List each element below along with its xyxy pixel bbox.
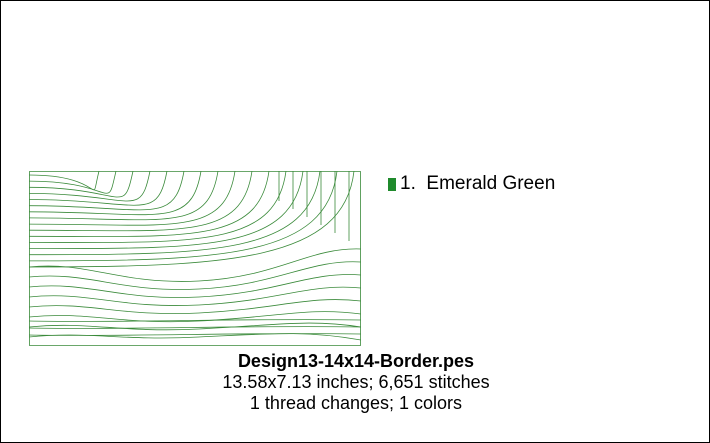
stitch-line-lower [29, 274, 361, 298]
stitch-border [29, 171, 361, 346]
stitch-line-upper [29, 171, 202, 216]
thread-legend-item: 1. Emerald Green [388, 173, 555, 195]
stitch-line-upper [29, 171, 100, 191]
thread-name: Emerald Green [426, 173, 556, 194]
stitch-line-upper [29, 171, 287, 243]
stitch-line-bottom [29, 333, 361, 336]
thread-color-swatch [388, 177, 396, 191]
stitch-line-upper [29, 171, 168, 206]
design-thread-summary: 1 thread changes; 1 colors [249, 393, 463, 413]
design-filename: Design13-14x14-Border.pes [237, 351, 475, 371]
stitch-line-lower [29, 311, 361, 323]
stitch-line-lower [29, 299, 361, 315]
stitch-line-upper [29, 171, 185, 211]
stitch-line-lower [29, 248, 361, 282]
stitch-line-upper [29, 171, 270, 237]
stitch-line-upper [29, 171, 253, 232]
stitch-line-upper [29, 171, 151, 202]
embroidery-preview [29, 171, 361, 346]
stitch-line-bottom [29, 319, 361, 322]
stitch-line-upper [29, 171, 236, 226]
stitch-line-upper [29, 171, 321, 256]
stitch-line-upper [29, 171, 219, 221]
stitch-drawing [29, 171, 361, 346]
stitch-line-upper [29, 171, 304, 250]
stitch-line-upper [29, 171, 134, 198]
stitch-line-bottom [29, 326, 361, 329]
stitch-line-upper [29, 171, 338, 262]
stitch-line-lower [29, 261, 361, 290]
thread-number: 1. [400, 173, 416, 194]
stitch-line-upper [29, 171, 355, 268]
design-dimensions: 13.58x7.13 inches; 6,651 stitches [222, 372, 490, 392]
stitch-line-upper [29, 171, 117, 194]
design-info: Design13-14x14-Border.pes 13.58x7.13 inc… [1, 351, 710, 414]
stitch-line-lower [29, 322, 361, 331]
stitch-line-lower [29, 286, 361, 306]
